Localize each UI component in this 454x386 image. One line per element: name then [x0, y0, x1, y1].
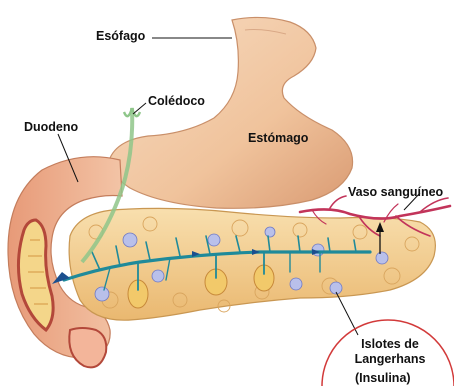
- label-coledoco: Colédoco: [148, 95, 205, 108]
- duodenum-lower: [69, 328, 106, 367]
- label-estomago: Estómago: [248, 132, 308, 145]
- label-insulina: (Insulina): [355, 372, 411, 385]
- label-esofago: Esófago: [96, 30, 145, 43]
- stomach: [110, 17, 353, 208]
- label-vaso-sanguineo: Vaso sanguíneo: [348, 186, 443, 199]
- label-islotes: Islotes de Langerhans: [340, 337, 440, 367]
- label-duodeno: Duodeno: [24, 121, 78, 134]
